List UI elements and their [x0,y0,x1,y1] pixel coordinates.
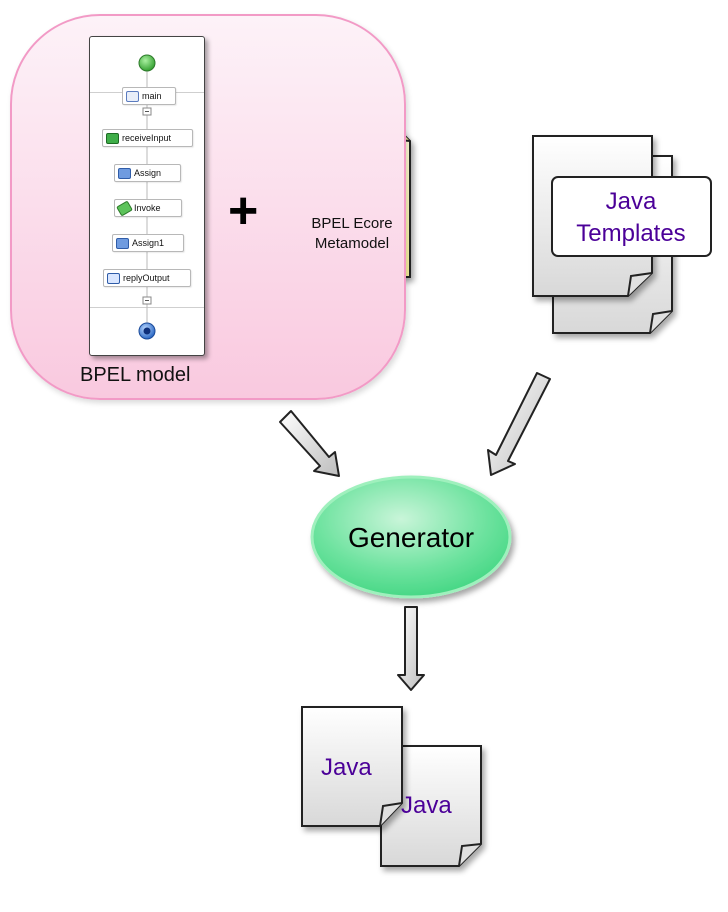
activity-reply-output: replyOutput [103,269,191,287]
metamodel-label-line2: Metamodel [314,235,390,252]
sequence-icon [126,90,139,102]
templates-label-line1: Java [605,188,657,215]
bpel-process-panel [89,36,205,356]
metamodel-label: BPEL Ecore Metamodel [298,214,406,254]
java-output-label-1: Java [321,754,372,781]
activity-label: replyOutput [123,273,170,283]
generator-label: Generator [347,522,475,553]
templates-label-line2: Templates [576,220,686,247]
arrow-bpel-to-generator [279,410,340,477]
arrow-templates-to-generator [487,372,551,476]
activity-label: Assign1 [132,238,165,248]
plus-sign: + [228,182,259,240]
activity-label: Assign [134,168,162,178]
java-output-label-2: Java [401,792,452,819]
assign-icon [116,237,129,249]
reply-icon [107,272,120,284]
activity-main: main [122,87,176,105]
activity-assign1: Assign1 [112,234,184,252]
activity-label: receiveInput [122,133,172,143]
bpel-model-label: BPEL model [80,364,191,386]
arrow-generator-to-java [397,606,425,691]
assign-icon [118,167,131,179]
receive-icon [106,132,119,144]
bpel-model-region [10,14,406,400]
metamodel-label-line1: BPEL Ecore [311,215,393,232]
activity-assign: Assign [114,164,181,182]
activity-label: Invoke [134,203,161,213]
template-label-box [551,176,712,257]
generator-node [310,475,512,599]
activity-invoke: Invoke [114,199,182,217]
java-templates-label: Java Templates [556,186,706,250]
process-flow-lines [138,54,156,340]
activity-label: main [142,91,162,101]
invoke-icon [116,199,133,217]
activity-receive-input: receiveInput [102,129,193,147]
